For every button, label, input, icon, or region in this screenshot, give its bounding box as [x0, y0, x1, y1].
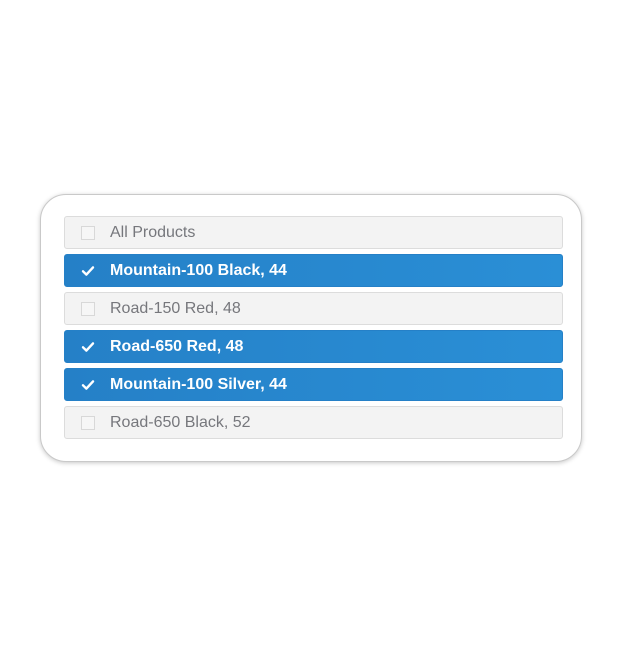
checkbox-empty-icon[interactable] [81, 415, 95, 430]
list-item-mountain-100-black-44[interactable]: Mountain-100 Black, 44 [64, 254, 563, 287]
checkbox-empty-icon[interactable] [81, 301, 95, 316]
list-item-mountain-100-silver-44[interactable]: Mountain-100 Silver, 44 [64, 368, 563, 401]
list-item-road-650-black-52[interactable]: Road-650 Black, 52 [64, 406, 563, 439]
list-item-road-650-red-48[interactable]: Road-650 Red, 48 [64, 330, 563, 363]
list-item-road-150-red-48[interactable]: Road-150 Red, 48 [64, 292, 563, 325]
list-item-label: Road-650 Black, 52 [110, 413, 251, 431]
list-item-label: Mountain-100 Black, 44 [110, 261, 287, 279]
list-item-label: Road-650 Red, 48 [110, 337, 244, 355]
checkmark-icon[interactable] [81, 264, 95, 278]
list-item-label: Road-150 Red, 48 [110, 299, 241, 317]
product-filter-panel: All Products Mountain-100 Black, 44 Road… [40, 194, 582, 462]
product-checklist: All Products Mountain-100 Black, 44 Road… [64, 216, 563, 444]
list-item-label: All Products [110, 223, 196, 241]
checkmark-icon[interactable] [81, 378, 95, 392]
checkmark-icon[interactable] [81, 340, 95, 354]
list-item-all-products[interactable]: All Products [64, 216, 563, 249]
list-item-label: Mountain-100 Silver, 44 [110, 375, 287, 393]
checkbox-empty-icon[interactable] [81, 225, 95, 240]
